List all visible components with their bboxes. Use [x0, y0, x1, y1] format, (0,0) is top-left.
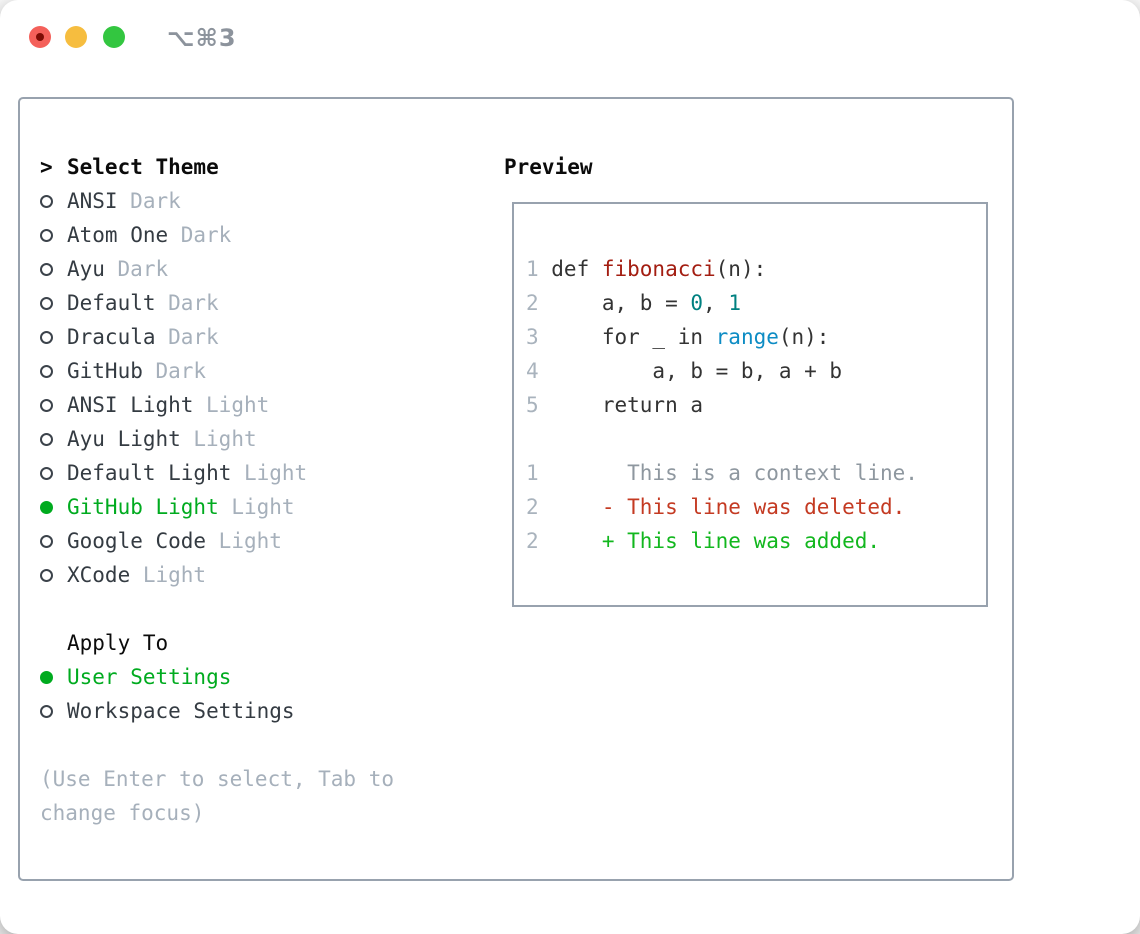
line-number: 5 — [526, 393, 539, 417]
radio-unselected-icon — [40, 228, 53, 242]
radio-unselected-icon — [40, 432, 53, 446]
line-number: 2 — [526, 495, 539, 519]
line-number: 3 — [526, 325, 539, 349]
line-number: 1 — [526, 461, 539, 485]
code-line: 3 for _ in range(n): — [526, 320, 978, 354]
radio-unselected-icon — [40, 262, 53, 276]
radio-unselected-icon — [40, 568, 53, 582]
radio-unselected-icon — [40, 534, 53, 548]
theme-variant-tag: Dark — [155, 359, 207, 383]
theme-variant-tag: Dark — [168, 291, 219, 315]
radio-unselected-icon — [40, 364, 53, 378]
preview-title: Preview — [504, 155, 593, 179]
theme-variant-tag: Light — [206, 393, 270, 417]
titlebar: ⌥⌘3 — [0, 0, 1140, 97]
theme-variant-tag: Light — [142, 563, 207, 587]
theme-variant-tag: Dark — [180, 223, 232, 247]
keyboard-hint-text: (Use Enter to select, Tab to change focu… — [40, 767, 395, 825]
radio-unselected-icon — [40, 466, 53, 480]
theme-variant-tag: Light — [231, 495, 295, 519]
close-button[interactable] — [29, 26, 51, 48]
code-line-blank — [526, 422, 978, 456]
theme-variant-tag: Dark — [117, 257, 169, 281]
radio-unselected-icon — [40, 330, 53, 344]
radio-selected-icon — [40, 670, 53, 684]
line-number: 1 — [526, 257, 539, 281]
line-number: 4 — [526, 359, 539, 383]
radio-unselected-icon — [40, 296, 53, 310]
line-number: 2 — [526, 291, 539, 315]
diff-deleted-line: 2 - This line was deleted. — [526, 490, 978, 524]
apply-to-header: Apply To — [67, 631, 169, 655]
radio-selected-icon — [40, 500, 53, 514]
minimize-button[interactable] — [65, 26, 87, 48]
radio-unselected-icon — [40, 398, 53, 412]
zoom-button[interactable] — [103, 26, 125, 48]
prompt-caret-icon: > — [40, 155, 53, 179]
window-shortcut-label: ⌥⌘3 — [167, 24, 237, 52]
theme-variant-tag: Light — [218, 529, 282, 553]
code-line: 4 a, b = b, a + b — [526, 354, 978, 388]
radio-unselected-icon — [40, 194, 53, 208]
close-button-dot-icon — [36, 33, 44, 41]
apply-option-user-settings[interactable]: User Settings — [40, 660, 492, 694]
diff-added-line: 2 + This line was added. — [526, 524, 978, 558]
select-theme-header: > Select Theme — [40, 150, 492, 184]
line-number: 2 — [526, 529, 539, 553]
theme-variant-tag: Dark — [168, 325, 219, 349]
select-theme-title: Select Theme — [67, 155, 219, 179]
theme-variant-tag: Light — [243, 461, 308, 485]
diff-context-line: 1 This is a context line. — [526, 456, 978, 490]
code-line: 2 a, b = 0, 1 — [526, 286, 978, 320]
theme-variant-tag: Light — [193, 427, 257, 451]
code-line: 5 return a — [526, 388, 978, 422]
apply-option-workspace-settings[interactable]: Workspace Settings — [40, 694, 492, 728]
radio-unselected-icon — [40, 704, 53, 718]
theme-variant-tag: Dark — [130, 189, 181, 213]
